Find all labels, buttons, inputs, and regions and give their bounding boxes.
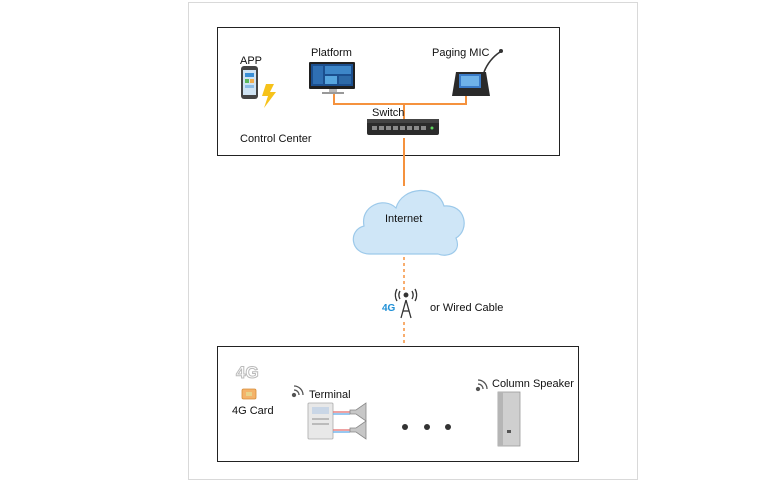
wired-cable-label: or Wired Cable xyxy=(430,302,504,314)
terminal-label: Terminal xyxy=(309,389,351,401)
paging-mic-icon xyxy=(452,49,503,96)
horn-speaker-icon xyxy=(349,402,367,440)
sim-card-4g-text: 4G xyxy=(236,363,260,382)
diagram-frame xyxy=(188,2,638,480)
monitor-icon xyxy=(309,62,355,94)
switch-icon xyxy=(367,119,439,135)
cloud-icon xyxy=(352,189,465,256)
platform-label: Platform xyxy=(311,47,352,59)
terminal-device-icon xyxy=(307,402,350,440)
lightning-icon xyxy=(262,84,276,108)
signal-icon-terminal xyxy=(291,385,304,398)
switch-label: Switch xyxy=(372,107,405,119)
card-label: 4G Card xyxy=(232,405,274,417)
control-center-title: Control Center xyxy=(240,133,312,145)
paging-mic-label: Paging MIC xyxy=(432,47,490,59)
internet-label: Internet xyxy=(385,213,423,225)
phone-icon xyxy=(241,66,258,99)
app-label: APP xyxy=(240,55,263,67)
badge-4g: 4G xyxy=(382,303,396,314)
network-links xyxy=(333,91,467,186)
column-speaker-label: Column Speaker xyxy=(492,378,574,390)
signal-icon-speaker xyxy=(475,379,488,392)
sim-card-icon xyxy=(241,388,257,400)
ellipsis-dots xyxy=(402,424,451,430)
column-speaker-icon xyxy=(497,391,521,447)
antenna-tower-icon xyxy=(394,288,418,319)
